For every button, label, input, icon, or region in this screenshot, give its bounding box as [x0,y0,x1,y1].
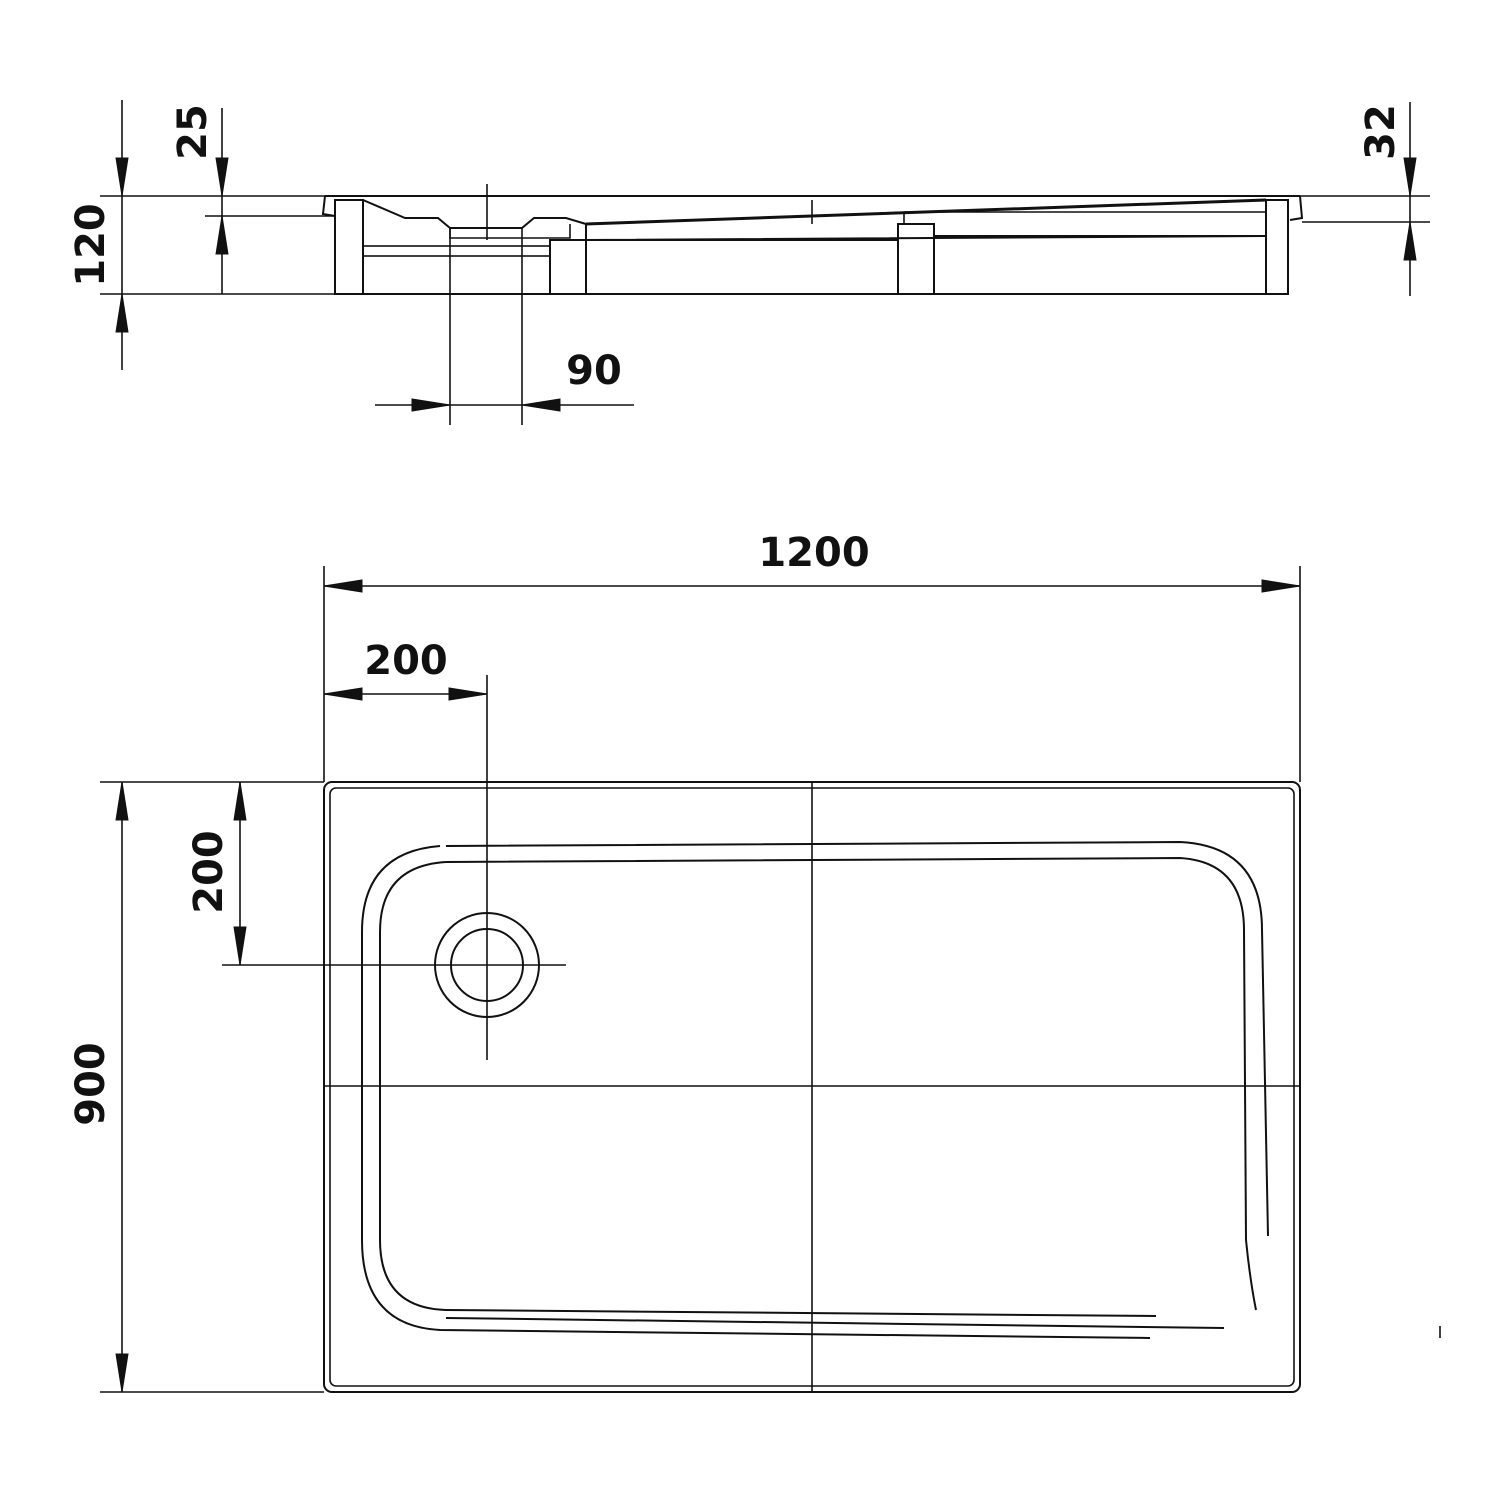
dimension-drain-offset-y: 200 [186,781,247,966]
dimension-right-rim: 32 [1358,102,1417,296]
dimension-length: 1200 [323,530,1301,593]
dimension-label-total-height: 120 [68,203,114,287]
dimension-label-drain-offset-x: 200 [364,638,448,684]
dimension-label-width: 900 [68,1042,114,1126]
plan-view: 1200 200 200 900 [68,530,1441,1393]
dimension-top-lip: 25 [170,104,229,294]
dimension-label-top-lip: 25 [170,104,216,160]
dimension-label-drain-width: 90 [566,348,622,394]
dimension-label-right-rim: 32 [1358,104,1404,160]
dimension-drain-offset-x: 200 [323,638,488,701]
dimension-width: 900 [68,781,129,1393]
plan-extension-lines [100,566,1301,1393]
section-outline [321,184,1304,295]
dimension-label-length: 1200 [758,530,869,576]
dimension-drain-width: 90 [375,348,634,412]
section-extension-lines [100,195,1430,425]
section-view: 120 25 32 90 [68,100,1430,425]
basin-contours [361,840,1441,1339]
dimension-label-drain-offset-y: 200 [186,830,232,914]
drain [222,675,566,1060]
dimension-total-height: 120 [68,100,129,370]
